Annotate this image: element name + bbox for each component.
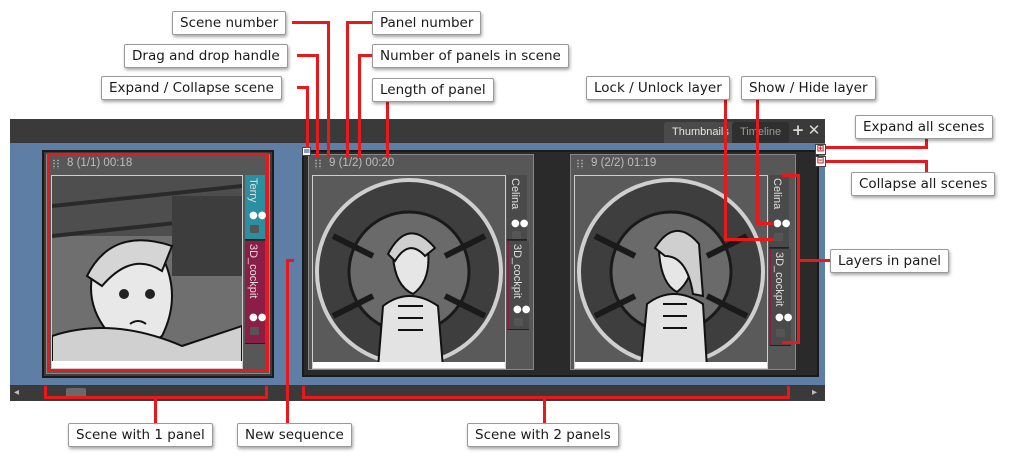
callout-expand-collapse-scene: Expand / Collapse scene xyxy=(101,76,282,100)
add-tab-icon[interactable]: + xyxy=(791,121,805,139)
panel-header: 8 (1/1) 00:18 xyxy=(47,155,269,172)
lock-icon[interactable] xyxy=(776,329,785,337)
expand-collapse-scene-icon[interactable]: = xyxy=(302,147,311,157)
panel-header-text: 9 (2/2) 01:19 xyxy=(591,157,657,169)
panel-8-1[interactable]: 8 (1/1) 00:18 xyxy=(46,154,270,374)
layer-list: Celina ●● 3D_cockpit ●● xyxy=(507,175,531,330)
callout-scene-with-2-panels: Scene with 2 panels xyxy=(467,423,619,447)
drag-handle-icon[interactable] xyxy=(52,159,60,169)
collapse-all-scenes-icon[interactable]: ⊟ xyxy=(815,156,826,167)
callout-expand-all-scenes: Expand all scenes xyxy=(855,115,993,139)
callout-panel-number: Panel number xyxy=(372,11,482,35)
eye-icon[interactable]: ●● xyxy=(249,312,267,323)
panel-header-text: 9 (1/2) 00:20 xyxy=(329,157,395,169)
storyboard-drawing-celina-2 xyxy=(575,176,767,368)
callout-show-hide-layer: Show / Hide layer xyxy=(741,76,876,100)
panel-header-text: 8 (1/1) 00:18 xyxy=(67,157,133,169)
callout-drag-drop-handle: Drag and drop handle xyxy=(124,44,288,68)
layer-3d-cockpit[interactable]: 3D_cockpit ●● xyxy=(507,241,531,330)
drag-handle-icon[interactable] xyxy=(314,159,322,169)
storyboard-drawing-terry xyxy=(52,176,242,368)
scene-9[interactable]: 9 (1/2) 00:20 xyxy=(302,150,819,377)
callout-layers-in-panel: Layers in panel xyxy=(830,249,950,273)
layer-name: 3D_cockpit xyxy=(511,244,523,299)
eye-icon[interactable]: ●● xyxy=(511,218,529,229)
scene-8-frame[interactable]: 8 (1/1) 00:18 xyxy=(42,150,274,378)
layer-3d-cockpit[interactable]: 3D_cockpit ●● xyxy=(769,249,793,346)
tab-bar: Thumbnails Timeline + ✕ xyxy=(10,119,825,143)
panel-header: 9 (1/2) 00:20 xyxy=(309,155,533,172)
layer-name: 3D_cockpit xyxy=(773,252,785,307)
layer-name: 3D_cockpit xyxy=(247,244,259,299)
panel-header: 9 (2/2) 01:19 xyxy=(571,155,795,172)
drag-handle-icon[interactable] xyxy=(576,159,584,169)
scenes-area: 8 (1/1) 00:18 xyxy=(10,143,825,385)
expand-all-scenes-icon[interactable]: ⊞ xyxy=(815,144,826,155)
callout-scene-number: Scene number xyxy=(172,11,287,35)
storyboard-drawing-celina-1 xyxy=(313,176,505,368)
thumbnails-view: Thumbnails Timeline + ✕ 8 (1/1) 00:18 xyxy=(10,119,825,401)
lock-icon[interactable] xyxy=(250,225,259,233)
scroll-left-icon[interactable]: ◂ xyxy=(14,387,20,398)
layer-celina[interactable]: Celina ●● xyxy=(769,175,791,248)
layer-name: Terry xyxy=(247,178,259,203)
lock-icon[interactable] xyxy=(514,318,523,326)
eye-icon[interactable]: ●● xyxy=(775,312,793,323)
callout-lock-unlock-layer: Lock / Unlock layer xyxy=(586,76,730,100)
scroll-right-icon[interactable]: ▸ xyxy=(812,387,818,398)
lock-icon[interactable] xyxy=(250,327,259,335)
layer-terry[interactable]: Terry ●● xyxy=(245,175,267,240)
tab-timeline[interactable]: Timeline xyxy=(732,122,790,143)
panel-thumbnail[interactable] xyxy=(574,175,768,369)
callout-number-of-panels: Number of panels in scene xyxy=(372,44,569,68)
layer-list: Celina ●● 3D_cockpit ●● xyxy=(769,175,793,346)
layer-3d-cockpit[interactable]: 3D_cockpit ●● xyxy=(245,241,267,344)
lock-icon[interactable] xyxy=(512,231,521,239)
panel-9-2[interactable]: 9 (2/2) 01:19 xyxy=(570,154,796,370)
tab-thumbnails[interactable]: Thumbnails xyxy=(664,122,737,143)
panel-9-1[interactable]: 9 (1/2) 00:20 xyxy=(308,154,534,370)
eye-icon[interactable]: ●● xyxy=(513,304,531,315)
layer-name: Celina xyxy=(509,178,521,210)
layer-name: Celina xyxy=(771,178,783,210)
callout-length-of-panel: Length of panel xyxy=(372,78,494,102)
scene-8: 8 (1/1) 00:18 xyxy=(10,147,274,379)
panel-thumbnail[interactable] xyxy=(51,175,243,369)
panel-thumbnail[interactable] xyxy=(312,175,506,369)
callout-collapse-all-scenes: Collapse all scenes xyxy=(851,172,996,196)
layer-list: Terry ●● 3D_cockpit ●● xyxy=(245,175,267,344)
callout-scene-with-1-panel: Scene with 1 panel xyxy=(68,423,213,447)
layer-celina[interactable]: Celina ●● xyxy=(507,175,529,240)
close-tab-icon[interactable]: ✕ xyxy=(807,121,821,139)
callout-new-sequence: New sequence xyxy=(237,423,352,447)
scrollbar-thumb[interactable] xyxy=(66,388,86,398)
eye-icon[interactable]: ●● xyxy=(773,218,791,229)
lock-icon[interactable] xyxy=(774,233,783,241)
eye-icon[interactable]: ●● xyxy=(249,210,267,221)
